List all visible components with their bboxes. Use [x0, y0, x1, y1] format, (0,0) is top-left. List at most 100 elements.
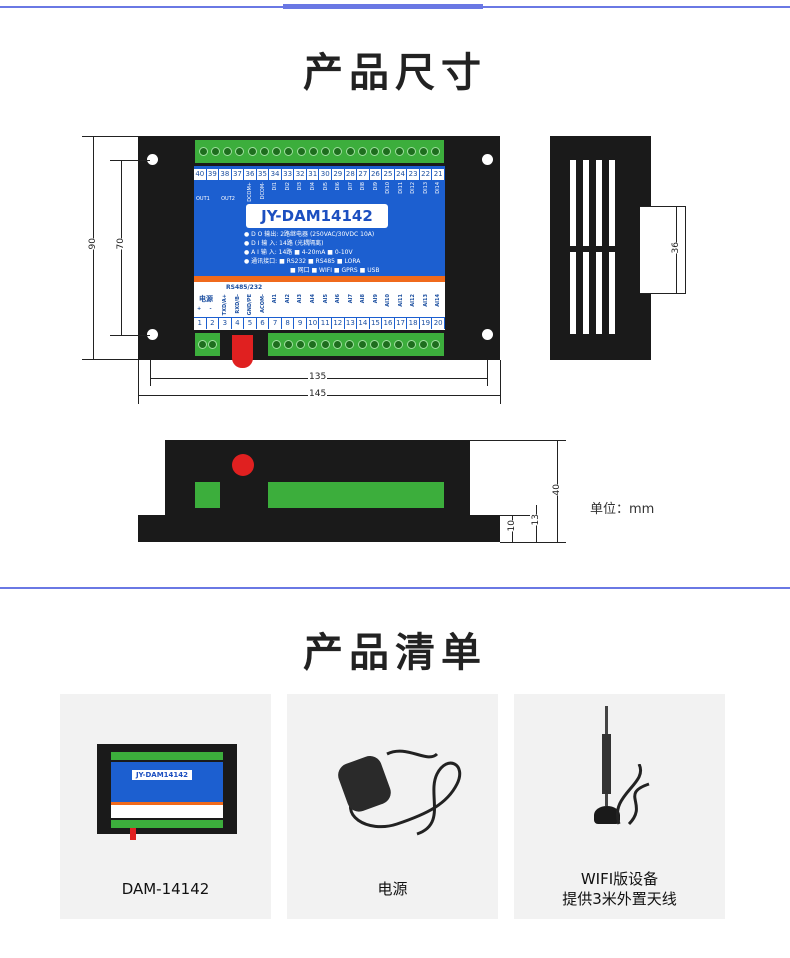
rs485-header: RS485/232: [226, 284, 263, 291]
terminal-label: AI8: [360, 294, 367, 304]
terminal-label: AI1: [272, 294, 279, 304]
orange-stripe: [194, 276, 445, 282]
terminal-screw: [370, 147, 380, 156]
terminal-label: AI9: [372, 294, 379, 304]
terminal-number: 18: [407, 318, 420, 329]
terminal-number: 13: [345, 318, 358, 329]
mount-hole: [147, 154, 158, 165]
terminal-number: 33: [282, 169, 295, 180]
terminal-screw: [208, 340, 218, 349]
terminal-screw: [431, 340, 441, 349]
terminal-screw: [357, 147, 367, 156]
terminal-screw: [308, 147, 318, 156]
terminal-screw: [223, 147, 233, 156]
terminal-screw: [296, 340, 306, 349]
top-divider-band: [283, 4, 483, 9]
terminal-number: 1: [194, 318, 207, 329]
terminal-number: 40: [194, 169, 207, 180]
terminal-number: 4: [232, 318, 245, 329]
terminal-screw: [419, 340, 429, 349]
terminal-label: AI5: [322, 294, 329, 304]
terminal-screw: [283, 340, 293, 349]
terminal-number: 17: [395, 318, 408, 329]
terminal-label: OUT1: [196, 196, 210, 202]
terminal-label: DI3: [297, 182, 304, 191]
terminal-number: 9: [294, 318, 307, 329]
terminal-label: DI1: [272, 182, 279, 191]
terminal-screw: [259, 147, 269, 156]
terminal-label: DI10: [385, 182, 392, 194]
power-adapter-image: [338, 749, 462, 836]
terminal-label: DI11: [397, 182, 404, 194]
terminal-screw: [357, 340, 367, 349]
dim-40: 40: [551, 484, 563, 496]
item-label-power: 电源: [377, 880, 408, 898]
terminal-screw: [333, 147, 343, 156]
dim-13: 13: [530, 514, 542, 526]
terminal-label: DCOM-: [259, 182, 266, 200]
terminal-screw: [198, 147, 208, 156]
item-card-power: 电源: [287, 694, 498, 919]
terminal-number: 11: [319, 318, 333, 329]
terminal-number: 25: [382, 169, 395, 180]
item-label-antenna: WIFI版设备: [580, 870, 659, 888]
terminal-side-a: [195, 482, 220, 508]
dim-90: 90: [87, 238, 99, 250]
terminal-label: AI12: [410, 294, 417, 307]
terminal-label: DI13: [422, 182, 429, 194]
spec-comm: ● 通讯接口: ■ RS232 ■ RS485 ■ LORA: [244, 258, 361, 265]
terminal-label: AI13: [422, 294, 429, 307]
terminal-screw: [210, 147, 220, 156]
terminal-screw: [272, 147, 282, 156]
terminal-label: DI12: [410, 182, 417, 194]
section-divider: [0, 587, 790, 589]
dim-135: 135: [308, 372, 328, 382]
terminal-screw: [419, 147, 429, 156]
device-image: JY-DAM14142: [97, 744, 237, 840]
terminal-number: 27: [357, 169, 370, 180]
terminal-number: 24: [395, 169, 408, 180]
terminal-label: RXD/B-: [234, 294, 241, 314]
top-terminal-block: [195, 140, 444, 163]
terminal-label: TXD/A+: [222, 294, 229, 316]
terminal-label: AI11: [397, 294, 404, 307]
mount-hole: [147, 329, 158, 340]
terminal-screw: [345, 147, 355, 156]
terminal-screw: [247, 147, 257, 156]
terminal-label: DI2: [284, 182, 291, 191]
terminal-label: DI8: [360, 182, 367, 191]
terminal-screw: [320, 340, 330, 349]
terminal-label: AI7: [347, 294, 354, 304]
terminal-screw: [394, 340, 404, 349]
power-label: 电源: [199, 295, 213, 303]
terminal-number: 35: [257, 169, 270, 180]
antenna-connector-top: [232, 454, 254, 476]
terminal-screw: [382, 340, 392, 349]
terminal-number: 16: [382, 318, 395, 329]
terminal-screw: [235, 147, 245, 156]
terminal-number: 20: [432, 318, 445, 329]
terminal-label: AI3: [297, 294, 304, 304]
terminal-screw: [308, 340, 318, 349]
terminal-screw: [296, 147, 306, 156]
terminal-label: AI10: [385, 294, 392, 307]
spec-do: ● D O 输出: 2路继电器 (250VAC/30VDC 10A): [244, 231, 375, 238]
mount-hole: [482, 329, 493, 340]
section-title-dimensions: 产品尺寸: [303, 50, 487, 96]
terminal-number: 21: [432, 169, 445, 180]
spec-di: ● D I 输 入: 14路 (光耦隔离): [244, 240, 324, 247]
device-image-model: JY-DAM14142: [132, 770, 192, 780]
terminal-label: AI4: [309, 294, 316, 304]
terminal-number: 12: [332, 318, 345, 329]
terminal-number: 14: [357, 318, 370, 329]
terminal-number: 19: [420, 318, 433, 329]
terminal-number: 6: [257, 318, 270, 329]
terminal-label: DI4: [309, 182, 316, 191]
item-label-antenna-2: 提供3米外置天线: [562, 890, 677, 908]
terminal-number: 34: [269, 169, 282, 180]
terminal-screw: [321, 147, 331, 156]
